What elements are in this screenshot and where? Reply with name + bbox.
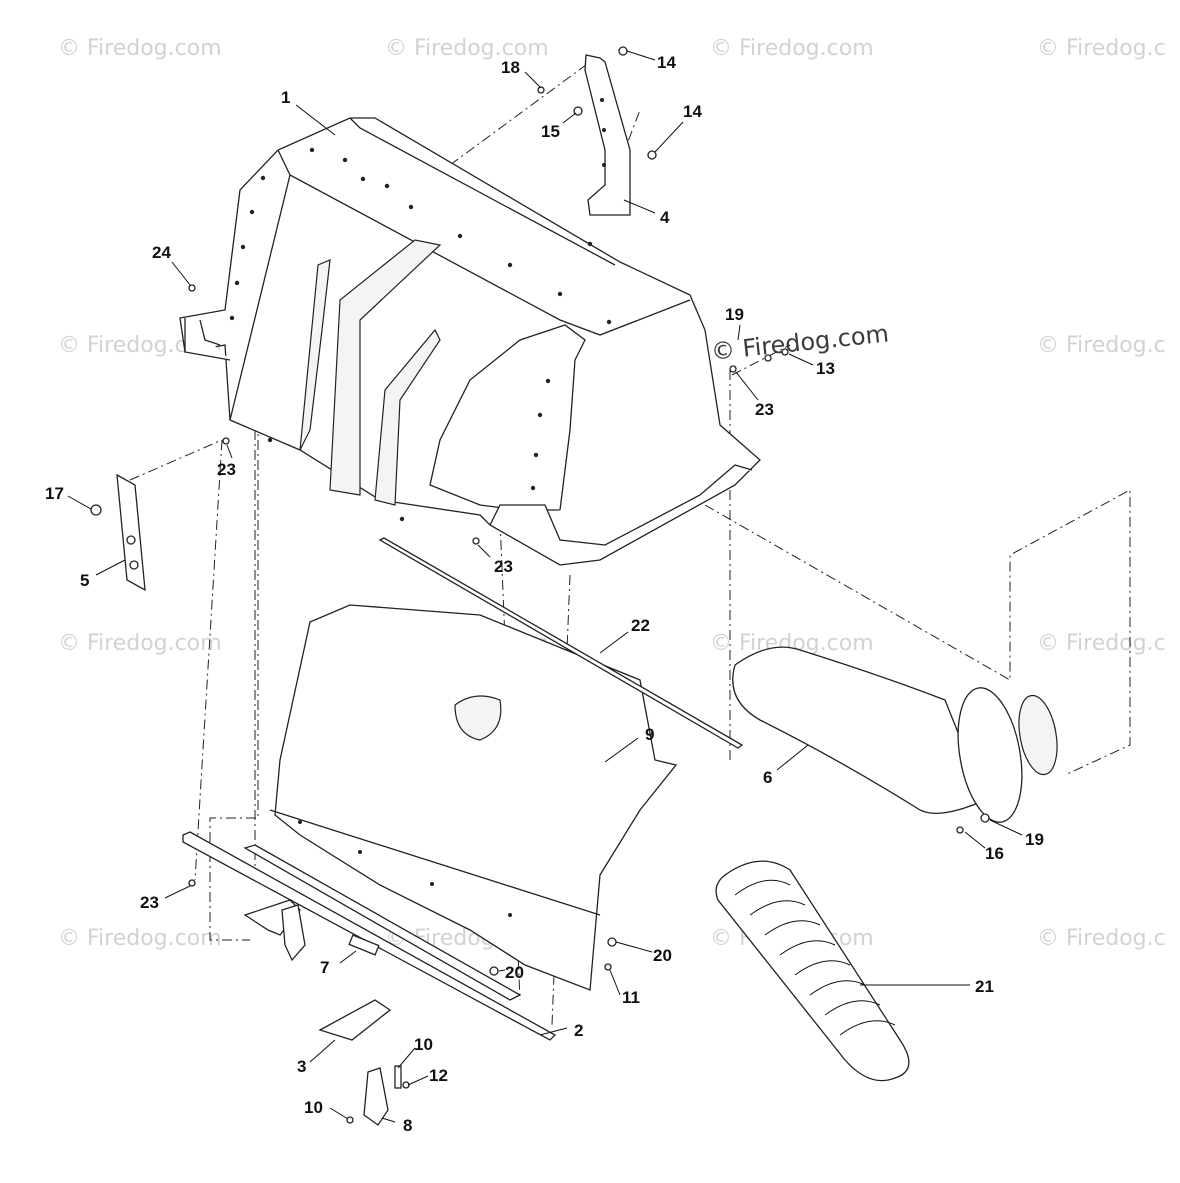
callout-16: 16	[985, 844, 1004, 863]
callout-23: 23	[755, 400, 774, 419]
callout-6: 6	[763, 768, 772, 787]
callout-14: 14	[657, 53, 676, 72]
leader-lines	[67, 50, 1023, 1123]
callout-10: 10	[304, 1098, 323, 1117]
small-hardware	[90, 46, 990, 1124]
watermark: © Firedog.com	[58, 631, 222, 656]
callout-2: 2	[574, 1021, 583, 1040]
callout-13: 13	[816, 359, 835, 378]
part-1-upper-shroud	[179, 117, 761, 566]
callout-20: 20	[653, 946, 672, 965]
watermark: © Firedog.com	[710, 36, 874, 61]
callout-23: 23	[217, 460, 236, 479]
part-5-plate	[116, 473, 146, 592]
callout-21: 21	[975, 977, 994, 996]
callout-15: 15	[541, 122, 560, 141]
callout-20: 20	[505, 963, 524, 982]
callout-14: 14	[683, 102, 702, 121]
callout-17: 17	[45, 484, 64, 503]
part-3-hinge-bracket	[243, 899, 392, 1041]
part-7-label	[348, 934, 380, 956]
callout-1: 1	[281, 88, 290, 107]
part-4-mount-bracket	[584, 54, 631, 216]
callout-labels: 1 14 18 15 14 4 24 19 13 23 23 17 5 23 2…	[45, 53, 1044, 1135]
callout-19: 19	[725, 305, 744, 324]
callout-11: 11	[622, 988, 640, 1007]
part-6-discharge-chute	[732, 646, 1058, 823]
callout-19: 19	[1025, 830, 1044, 849]
callout-4: 4	[660, 208, 670, 227]
part-21-flex-hose	[715, 860, 910, 1082]
callout-22: 22	[631, 616, 650, 635]
callout-8: 8	[403, 1116, 412, 1135]
part-22-seal-strip	[378, 537, 744, 749]
watermark: © Firedog.com	[58, 926, 222, 951]
part-9-deflector-panel	[269, 604, 678, 991]
callout-23: 23	[494, 557, 513, 576]
part-2-rail	[182, 831, 557, 1041]
watermark: © Firedog.c	[1037, 333, 1166, 358]
callout-18: 18	[501, 58, 520, 77]
watermark: © Firedog.com	[385, 36, 549, 61]
callout-3: 3	[297, 1057, 306, 1076]
callout-12: 12	[429, 1066, 448, 1085]
callout-24: 24	[152, 243, 171, 262]
watermark: © Firedog.com	[58, 36, 222, 61]
part-8-latch	[281, 904, 389, 1126]
callout-23: 23	[140, 893, 159, 912]
callout-5: 5	[80, 571, 89, 590]
callout-9: 9	[645, 725, 654, 744]
watermark: © Firedog.c	[1037, 36, 1166, 61]
watermark: © Firedog.c	[1037, 631, 1166, 656]
callout-10: 10	[414, 1035, 433, 1054]
callout-7: 7	[320, 958, 329, 977]
watermark: © Firedog.c	[1037, 926, 1166, 951]
